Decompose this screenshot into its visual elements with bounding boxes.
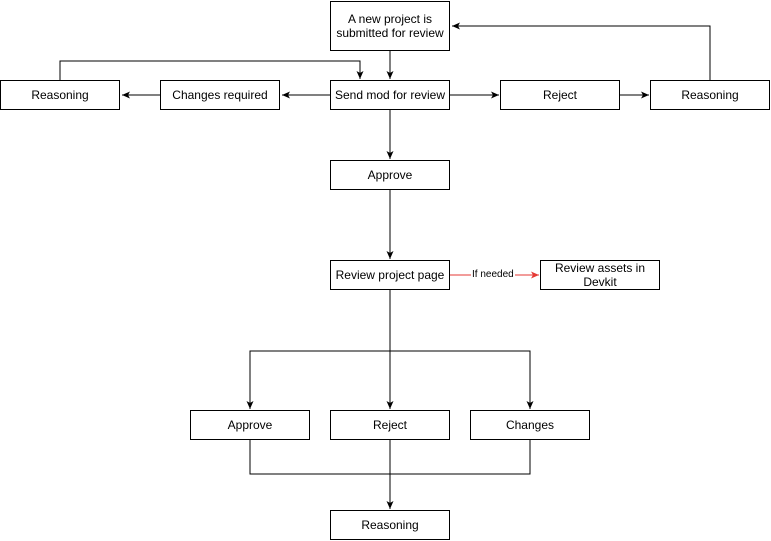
- node-reasoning-bottom: Reasoning: [330, 510, 450, 540]
- node-project-submitted: A new project is submitted for review: [330, 1, 450, 51]
- node-send-mod-for-review: Send mod for review: [330, 80, 450, 110]
- edge-reasoning-left-to-send-mod: [59, 60, 364, 80]
- node-reject-top: Reject: [500, 80, 620, 110]
- node-approve-bottom: Approve: [190, 410, 310, 440]
- node-reasoning-right: Reasoning: [650, 80, 770, 110]
- edge-review-page-to-approve-bottom: [246, 350, 390, 409]
- edge-approve-bottom-to-merge: [249, 440, 390, 475]
- node-review-project-page: Review project page: [330, 260, 450, 290]
- edge-review-page-to-changes-bottom: [390, 350, 534, 409]
- node-review-assets-devkit: Review assets in Devkit: [540, 260, 660, 290]
- edge-changes-bottom-to-merge: [390, 440, 531, 475]
- node-reject-bottom: Reject: [330, 410, 450, 440]
- node-approve-top: Approve: [330, 160, 450, 190]
- node-reasoning-left: Reasoning: [0, 80, 120, 110]
- node-changes-bottom: Changes: [470, 410, 590, 440]
- edge-reasoning-right-to-submitted: [452, 22, 711, 80]
- node-changes-required: Changes required: [160, 80, 280, 110]
- edge-label-if-needed: If needed: [471, 269, 515, 281]
